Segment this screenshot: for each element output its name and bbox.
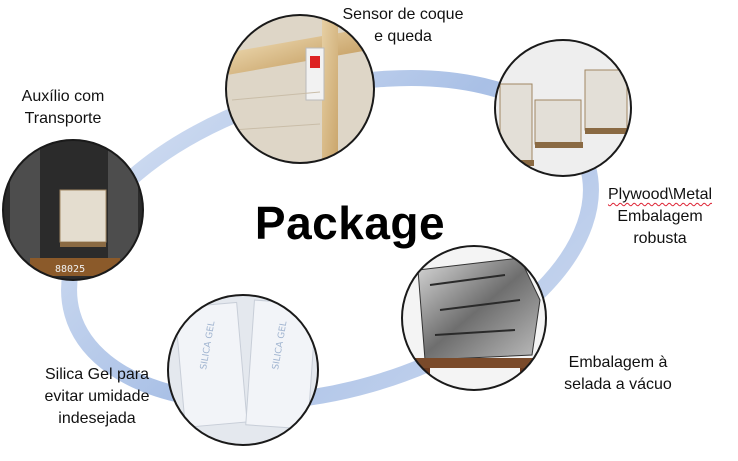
label-vacuum-sealed: Embalagem à selada a vácuo — [548, 352, 688, 396]
label-silica-line3: indesejada — [58, 410, 136, 427]
vacuum-sealed-photo — [401, 245, 547, 391]
label-shock-sensor-line1: Sensor de coque — [342, 6, 464, 23]
label-plywood-packaging: Plywood\Metal Embalagem robusta — [590, 184, 730, 250]
label-transport-line1: Auxílio com — [21, 88, 105, 105]
label-vacuum-line2: selada a vácuo — [564, 376, 672, 393]
label-transport: Auxílio com Transporte — [8, 86, 118, 130]
label-silica-line2: evitar umidade — [44, 388, 150, 405]
label-vacuum-line1: Embalagem à — [568, 354, 668, 371]
label-shock-sensor: Sensor de coque e queda — [338, 4, 468, 48]
plywood-crates-photo — [494, 39, 632, 177]
diagram-title: Package — [254, 197, 446, 249]
label-silica-gel: Silica Gel para evitar umidade indesejad… — [22, 364, 172, 430]
label-transport-line2: Transporte — [24, 110, 102, 127]
svg-text:88025: 88025 — [55, 264, 85, 275]
label-silica-line1: Silica Gel para — [44, 366, 150, 383]
label-plywood-line2: Embalagem — [617, 208, 703, 225]
label-shock-sensor-line2: e queda — [374, 28, 432, 45]
silica-gel-photo: SILICA GEL SILICA GEL — [167, 294, 319, 446]
shock-sensor-photo — [225, 14, 375, 164]
container-loading-photo: 88025 — [2, 139, 144, 281]
label-plywood-line3: robusta — [633, 230, 687, 247]
label-plywood-line1: Plywood\Metal — [607, 186, 713, 203]
